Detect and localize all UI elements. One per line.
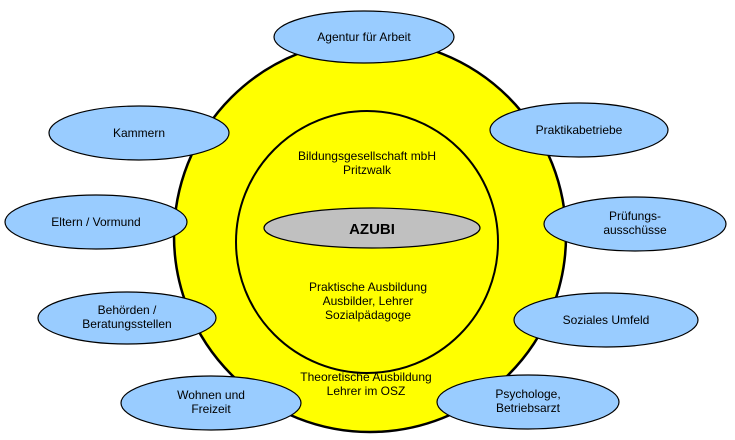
node-eltern: Eltern / Vormund	[4, 194, 188, 250]
node-wohnen-shape	[120, 375, 302, 431]
node-pruefungsausschuesse-shape	[543, 196, 727, 252]
organization-line-1: Bildungsgesellschaft mbH	[298, 149, 436, 163]
node-wohnen: Wohnen und Freizeit	[120, 375, 302, 431]
practical-line-2: Ausbilder, Lehrer	[323, 294, 414, 308]
node-behoerden-label-2: Beratungsstellen	[82, 317, 171, 331]
theoretical-training-text: Theoretische Ausbildung Lehrer im OSZ	[300, 370, 431, 398]
node-pruefungsausschuesse: Prüfungs- ausschüsse	[543, 196, 727, 252]
node-wohnen-label-1: Wohnen und	[177, 388, 245, 402]
node-wohnen-label-2: Freizeit	[191, 402, 231, 416]
inner-circle	[235, 110, 499, 374]
node-soziales-umfeld-label: Soziales Umfeld	[563, 313, 650, 327]
node-pruefungsausschuesse-label-2: ausschüsse	[603, 223, 667, 237]
node-agentur-shape	[273, 10, 455, 64]
node-psychologe-label-1: Psychologe,	[495, 387, 560, 401]
node-psychologe: Psychologe, Betriebsarzt	[436, 374, 620, 430]
node-praktikabetriebe-label: Praktikabetriebe	[536, 123, 623, 137]
organization-line-2: Pritzwalk	[343, 163, 392, 177]
node-kammern-label: Kammern	[113, 126, 165, 140]
node-agentur-label: Agentur für Arbeit	[317, 30, 411, 44]
node-praktikabetriebe-shape	[489, 102, 669, 158]
center-label: AZUBI	[349, 221, 395, 238]
node-soziales-umfeld-shape	[513, 292, 699, 348]
node-eltern-shape	[4, 194, 188, 250]
node-psychologe-label-2: Betriebsarzt	[496, 401, 561, 415]
node-kammern-shape	[48, 105, 230, 161]
node-praktikabetriebe: Praktikabetriebe	[489, 102, 669, 158]
node-behoerden-label-1: Behörden /	[98, 303, 157, 317]
node-soziales-umfeld: Soziales Umfeld	[513, 292, 699, 348]
node-psychologe-shape	[436, 374, 620, 430]
node-eltern-label: Eltern / Vormund	[51, 215, 140, 229]
theoretical-line-2: Lehrer im OSZ	[327, 384, 406, 398]
node-behoerden-shape	[37, 291, 217, 345]
organization-text: Bildungsgesellschaft mbH Pritzwalk	[298, 149, 436, 177]
node-behoerden: Behörden / Beratungsstellen	[37, 291, 217, 345]
node-kammern: Kammern	[48, 105, 230, 161]
theoretical-line-1: Theoretische Ausbildung	[300, 370, 431, 384]
node-pruefungsausschuesse-label-1: Prüfungs-	[609, 209, 661, 223]
practical-line-1: Praktische Ausbildung	[309, 280, 427, 294]
practical-line-3: Sozialpädagoge	[325, 308, 411, 322]
center-ellipse	[263, 207, 481, 249]
practical-training-text: Praktische Ausbildung Ausbilder, Lehrer …	[309, 280, 427, 322]
node-agentur: Agentur für Arbeit	[273, 10, 455, 64]
